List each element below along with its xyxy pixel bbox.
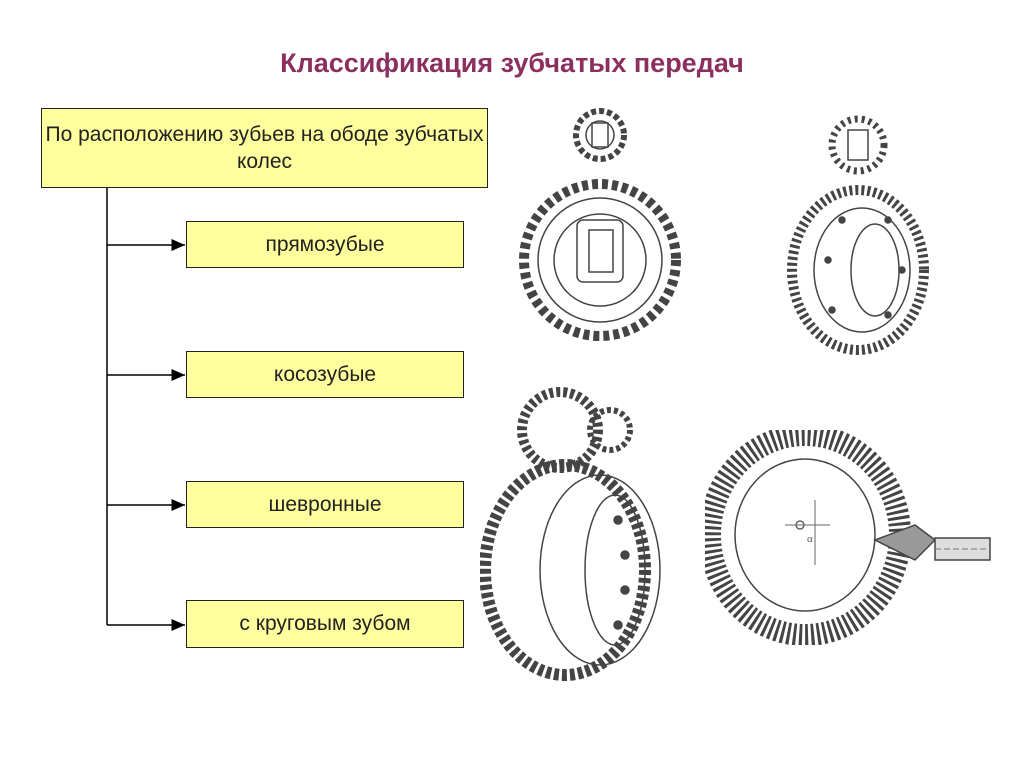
root-category-label: По расположению зубьев на ободе зубчатых… (45, 122, 484, 173)
category-label: косозубые (273, 362, 377, 386)
spur-gear-pair-icon (519, 108, 681, 341)
category-box-herringbone: шевронные (186, 481, 464, 528)
helical-gear-pair-icon (787, 115, 929, 355)
category-label: шевронные (268, 492, 382, 516)
root-category-box: По расположению зубьев на ободе зубчатых… (41, 108, 488, 188)
category-label: с круговым зубом (239, 612, 411, 636)
category-box-helical: косозубые (186, 351, 464, 398)
herringbone-gear-pair-icon (480, 387, 661, 681)
category-box-spur: прямозубые (186, 221, 464, 268)
spiral-bevel-gear-pair-icon: α (705, 430, 991, 645)
page-title: Классификация зубчатых передач (280, 48, 744, 78)
category-box-spiral: с круговым зубом (186, 600, 464, 648)
angle-annotation: α (807, 533, 813, 545)
category-label: прямозубые (265, 232, 385, 256)
